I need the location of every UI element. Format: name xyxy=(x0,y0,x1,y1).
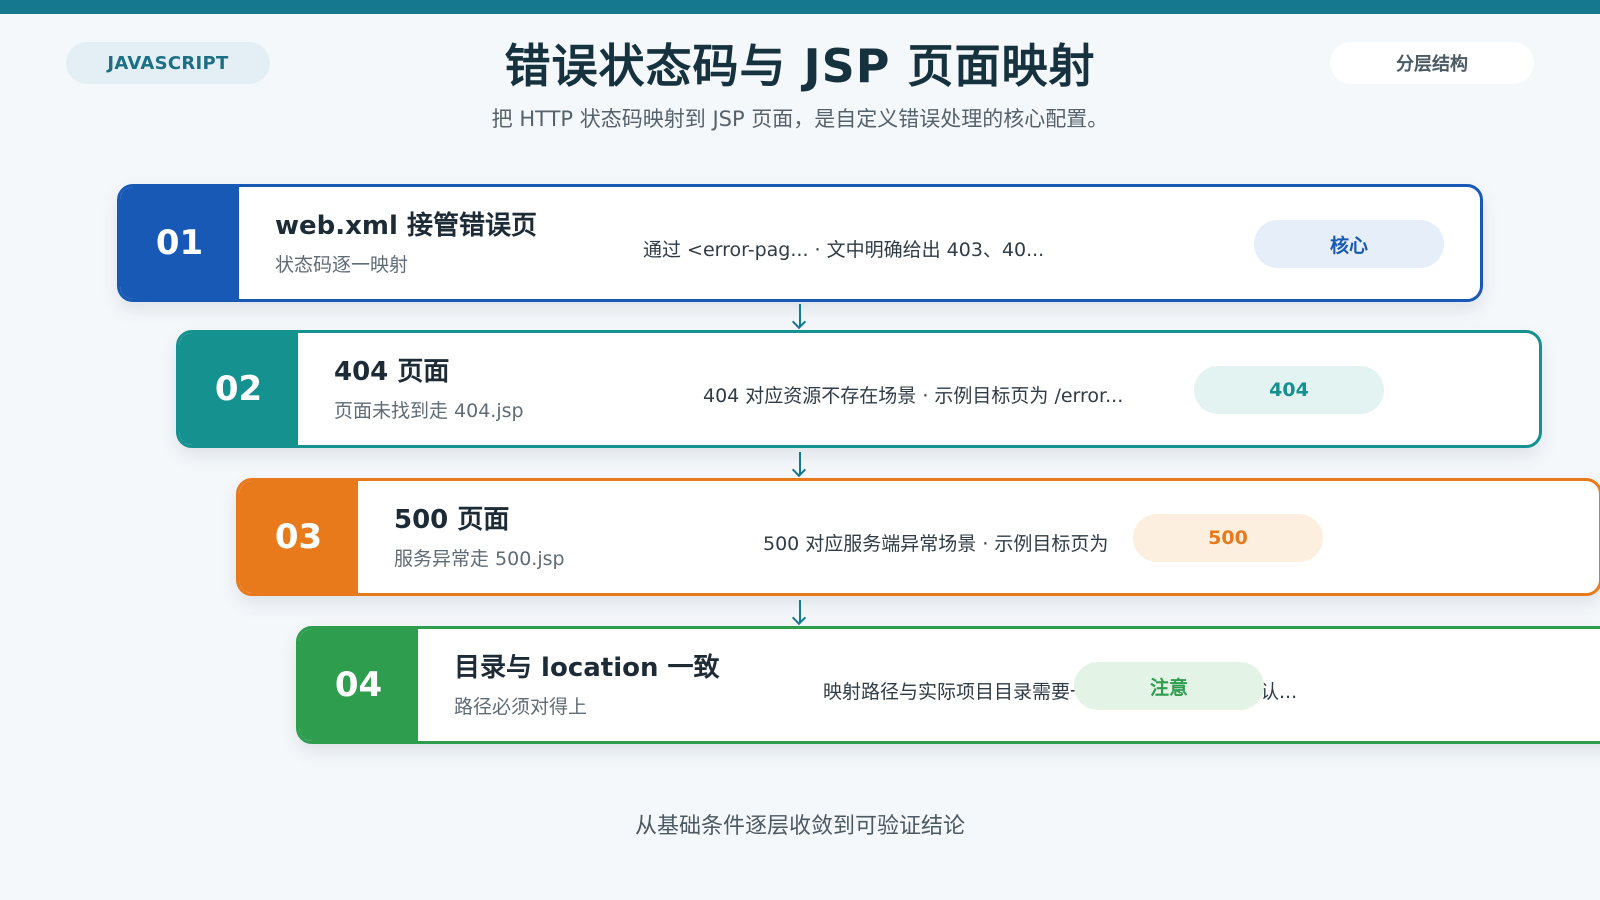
step-number: 03 xyxy=(239,481,358,593)
down-arrow-icon xyxy=(799,452,801,474)
step-number: 02 xyxy=(179,333,298,445)
down-arrow-icon xyxy=(799,600,801,622)
step-number: 04 xyxy=(299,629,418,741)
step-number: 01 xyxy=(120,187,239,299)
step-card-04: 04 目录与 location 一致 路径必须对得上 映射路径与实际项目目录需要… xyxy=(296,626,1600,744)
step-badge: 500 xyxy=(1133,514,1323,562)
step-description: 500 对应服务端异常场景 · 示例目标页为 xyxy=(763,533,1109,555)
structure-tag: 分层结构 xyxy=(1330,42,1534,84)
top-accent-bar xyxy=(0,0,1600,14)
step-title: 目录与 location 一致 xyxy=(454,653,720,683)
step-title: 500 页面 xyxy=(394,505,510,535)
step-subtitle: 服务异常走 500.jsp xyxy=(394,548,565,570)
step-card-02: 02 404 页面 页面未找到走 404.jsp 404 对应资源不存在场景 ·… xyxy=(176,330,1542,448)
step-card-03: 03 500 页面 服务异常走 500.jsp 500 对应服务端异常场景 · … xyxy=(236,478,1600,596)
step-badge: 404 xyxy=(1194,366,1384,414)
step-title: 404 页面 xyxy=(334,357,450,387)
down-arrow-icon xyxy=(799,304,801,326)
footer-caption: 从基础条件逐层收敛到可验证结论 xyxy=(634,814,965,839)
step-card-01: 01 web.xml 接管错误页 状态码逐一映射 通过 <error-pag..… xyxy=(117,184,1483,302)
step-subtitle: 页面未找到走 404.jsp xyxy=(334,400,524,422)
step-subtitle: 路径必须对得上 xyxy=(454,696,588,718)
step-badge: 注意 xyxy=(1074,662,1264,710)
page-subtitle: 把 HTTP 状态码映射到 JSP 页面，是自定义错误处理的核心配置。 xyxy=(491,107,1109,131)
step-subtitle: 状态码逐一映射 xyxy=(275,254,409,276)
step-description: 通过 <error-pag... · 文中明确给出 403、40... xyxy=(643,239,1045,261)
step-description: 404 对应资源不存在场景 · 示例目标页为 /error... xyxy=(703,385,1124,407)
step-title: web.xml 接管错误页 xyxy=(275,211,537,241)
step-badge: 核心 xyxy=(1254,220,1444,268)
category-tag: JAVASCRIPT xyxy=(66,42,270,84)
page-title: 错误状态码与 JSP 页面映射 xyxy=(504,39,1096,93)
